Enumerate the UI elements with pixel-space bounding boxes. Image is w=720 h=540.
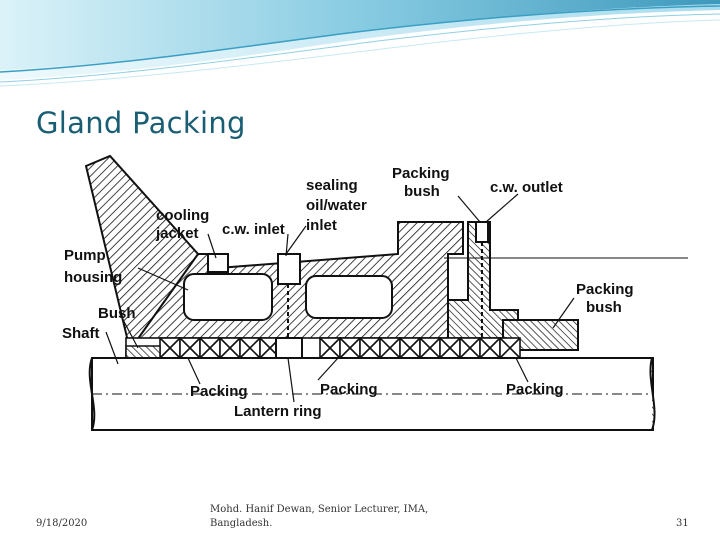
slide-title: Gland Packing [36,106,246,140]
label-shaft: Shaft [62,325,100,342]
label-packing-bush-right-2: bush [586,299,622,316]
cooling-jacket-cavity-right [305,275,393,319]
label-bush: Bush [98,305,136,322]
label-cw-inlet: c.w. inlet [222,221,285,238]
slide-author: Mohd. Hanif Dewan, Senior Lecturer, IMA,… [210,503,450,531]
gland-packing-diagram: sealing oil/water inlet Packing bush c.w… [48,150,700,468]
label-packing-right: Packing [506,381,564,398]
author-line-2: Bangladesh. [210,518,273,529]
lantern-ring [275,337,303,359]
label-sealing: sealing [306,177,358,194]
label-packing-left: Packing [190,383,248,400]
label-oil-water: oil/water [306,197,367,214]
label-pump: Pump [64,247,106,264]
label-cw-outlet: c.w. outlet [490,179,563,196]
label-lantern-ring: Lantern ring [234,403,322,420]
author-line-1: Mohd. Hanif Dewan, Senior Lecturer, IMA, [210,504,429,515]
label-housing: housing [64,269,122,286]
label-packing-bush-top-2: bush [404,183,440,200]
slide-page-number: 31 [676,518,689,529]
bush [125,345,161,359]
cooling-jacket-cavity-left [183,273,273,321]
packing-rings [125,337,521,359]
label-packing-bush-right-1: Packing [576,281,634,298]
sealing-inlet-bore [277,253,301,285]
slide-date: 9/18/2020 [36,518,88,529]
cw-outlet-bore [475,221,489,243]
label-packing-bush-top-1: Packing [392,165,450,182]
cw-inlet-plug [207,253,229,273]
header-swoosh-decoration [0,0,720,87]
label-packing-middle: Packing [320,381,378,398]
label-cooling: cooling [156,207,209,224]
label-jacket: jacket [155,225,199,242]
packing-bush-right [502,319,579,351]
label-inlet: inlet [306,217,337,234]
